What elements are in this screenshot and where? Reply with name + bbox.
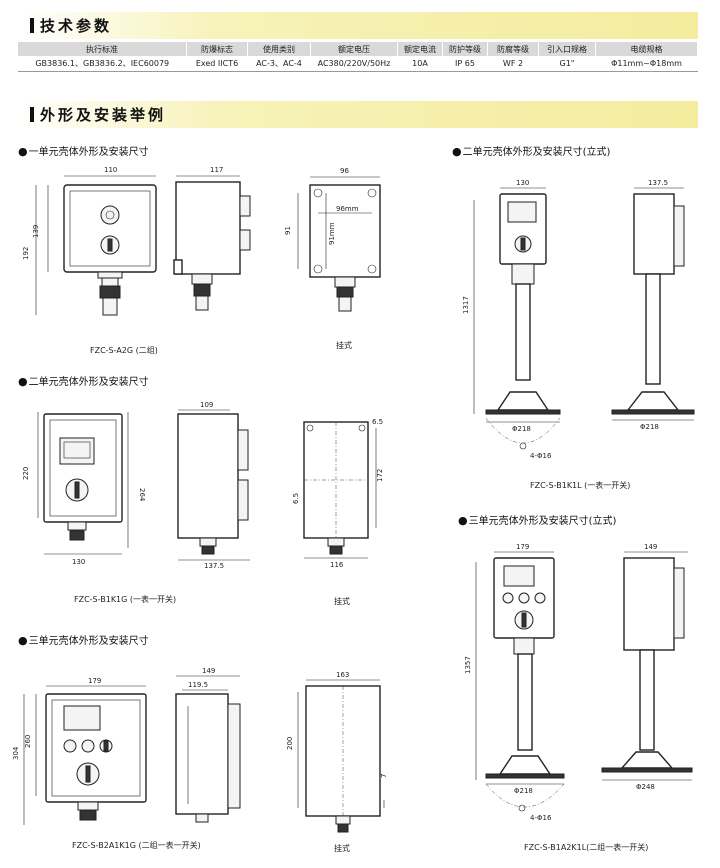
model-caption-5: FZC-S-B1A2K1L(二组一表一开关) [524,843,649,852]
spec-header: 额定电压 [310,42,398,56]
model-caption-3: FZC-S-B2A1K1G (二组一表一开关) [72,841,201,850]
dim-mount-height: 200 [286,737,294,750]
g2-front-view: 220 264 130 [22,412,146,566]
dim-width: 130 [516,179,529,187]
section-title-tech: 技术参数 [29,17,113,35]
spec-header: 执行标准 [18,42,187,56]
section-title-install: 外形及安装举例 [29,106,167,124]
spec-cell: G1" [538,56,596,72]
spec-cell: Φ11mm~Φ18mm [595,56,698,72]
dim-height: 260 [24,735,32,748]
dim-depth: 117 [210,166,223,174]
spec-header: 额定电流 [397,42,443,56]
dim-total: 264 [138,488,146,502]
dim-mount-height: 172 [376,469,384,482]
g1-side-view: 117 [173,166,251,311]
spec-cell: 10A [397,56,443,72]
mount-caption-1: 挂式 [336,341,352,350]
spec-cell: GB3836.1、GB3836.2、IEC60079 [18,56,187,72]
dim-depth: 137.5 [204,562,224,570]
dim-mount-width: 96 [340,167,349,175]
spec-cell: WF 2 [487,56,539,72]
spec-cell: AC-3、AC-4 [247,56,311,72]
model-caption-1: FZC-S-A2G (二组) [90,346,158,355]
section-banner-tech: 技术参数 [18,12,698,39]
spec-cell: IP 65 [442,56,488,72]
spec-cell: AC380/220V/50Hz [310,56,398,72]
g4-side-view: 137.5 Φ218 [611,179,695,431]
spec-header: 使用类别 [247,42,311,56]
g3-front-view: 179 260 304 [12,677,147,825]
dim-total: 304 [12,746,20,760]
dim-base: Φ218 [514,787,533,795]
g4-front-view: 130 1317 Φ218 4-Φ16 [462,179,561,460]
dim-base-side: Φ218 [640,423,659,431]
dim-mount-height: 91 [284,226,292,235]
dim-holes: 4-Φ16 [530,814,552,822]
dim-holes: 4-Φ16 [530,452,552,460]
g2-side-view: 109 137.5 [177,401,250,570]
spec-cell: Exed IICT6 [186,56,248,72]
dim-height: 220 [22,467,30,480]
dim-depth-top: 149 [202,667,215,675]
spec-header: 防护等级 [442,42,488,56]
dim-depth: 149 [644,543,657,551]
table-row: GB3836.1、GB3836.2、IEC60079 Exed IICT6 AC… [18,56,698,72]
dim-mount-m2: 6.5 [292,493,300,504]
group-title-1: ●一单元壳体外形及安装尺寸 [18,145,149,158]
spec-header: 引入口规格 [538,42,596,56]
g2-mount-view: 6.5 172 6.5 116 [292,418,384,569]
g3-mount-view: 163 200 7 [286,671,388,833]
model-caption-4: FZC-S-B1K1L (一表一开关) [530,481,631,490]
spec-table: 执行标准 防爆标志 使用类别 额定电压 额定电流 防护等级 防腐等级 引入口规格… [18,42,698,72]
spec-header: 电缆规格 [595,42,698,56]
model-caption-2: FZC-S-B1K1G (一表一开关) [74,595,177,604]
mount-caption-2: 挂式 [334,597,350,606]
dim-mount-m1: 7 [380,774,388,778]
dim-depth-top: 109 [200,401,213,409]
spec-header-row: 执行标准 防爆标志 使用类别 额定电压 额定电流 防护等级 防腐等级 引入口规格… [18,42,698,56]
dim-height: 1317 [462,296,470,314]
g1-mount-view: 96 96mm 91 91mm [284,167,381,312]
dim-width: 179 [88,677,101,685]
g5-front-view: 179 1357 Φ218 4-Φ16 [464,543,565,822]
dim-depth: 119.5 [188,681,208,689]
dim-mount-width-inner: 96mm [336,205,359,213]
spec-header: 防爆标志 [186,42,248,56]
group-title-3: ●三单元壳体外形及安装尺寸 [18,634,149,647]
dim-height: 1357 [464,656,472,674]
dim-mount-width: 116 [330,561,344,569]
g1-front-view: 110 139 192 [22,166,157,316]
dim-mount-width: 163 [336,671,349,679]
dim-mount-height-inner: 91mm [328,222,336,245]
g3-side-view: 149 119.5 [175,667,241,823]
group-title-2: ●二单元壳体外形及安装尺寸 [18,375,149,388]
dim-width: 130 [72,558,85,566]
group-title-4: ●二单元壳体外形及安装尺寸(立式) [452,145,611,158]
spec-header: 防腐等级 [487,42,539,56]
dim-width: 110 [104,166,117,174]
mount-caption-3: 挂式 [334,844,350,853]
g5-side-view: 149 Φ248 [601,543,693,791]
section-banner-install: 外形及安装举例 [18,101,698,128]
dim-total: 192 [22,247,30,260]
group-title-5: ●三单元壳体外形及安装尺寸(立式) [458,514,617,527]
dim-base-side: Φ248 [636,783,655,791]
dim-width: 179 [516,543,529,551]
dim-mount-m1: 6.5 [372,418,383,426]
dim-depth: 137.5 [648,179,668,187]
dim-base: Φ218 [512,425,531,433]
